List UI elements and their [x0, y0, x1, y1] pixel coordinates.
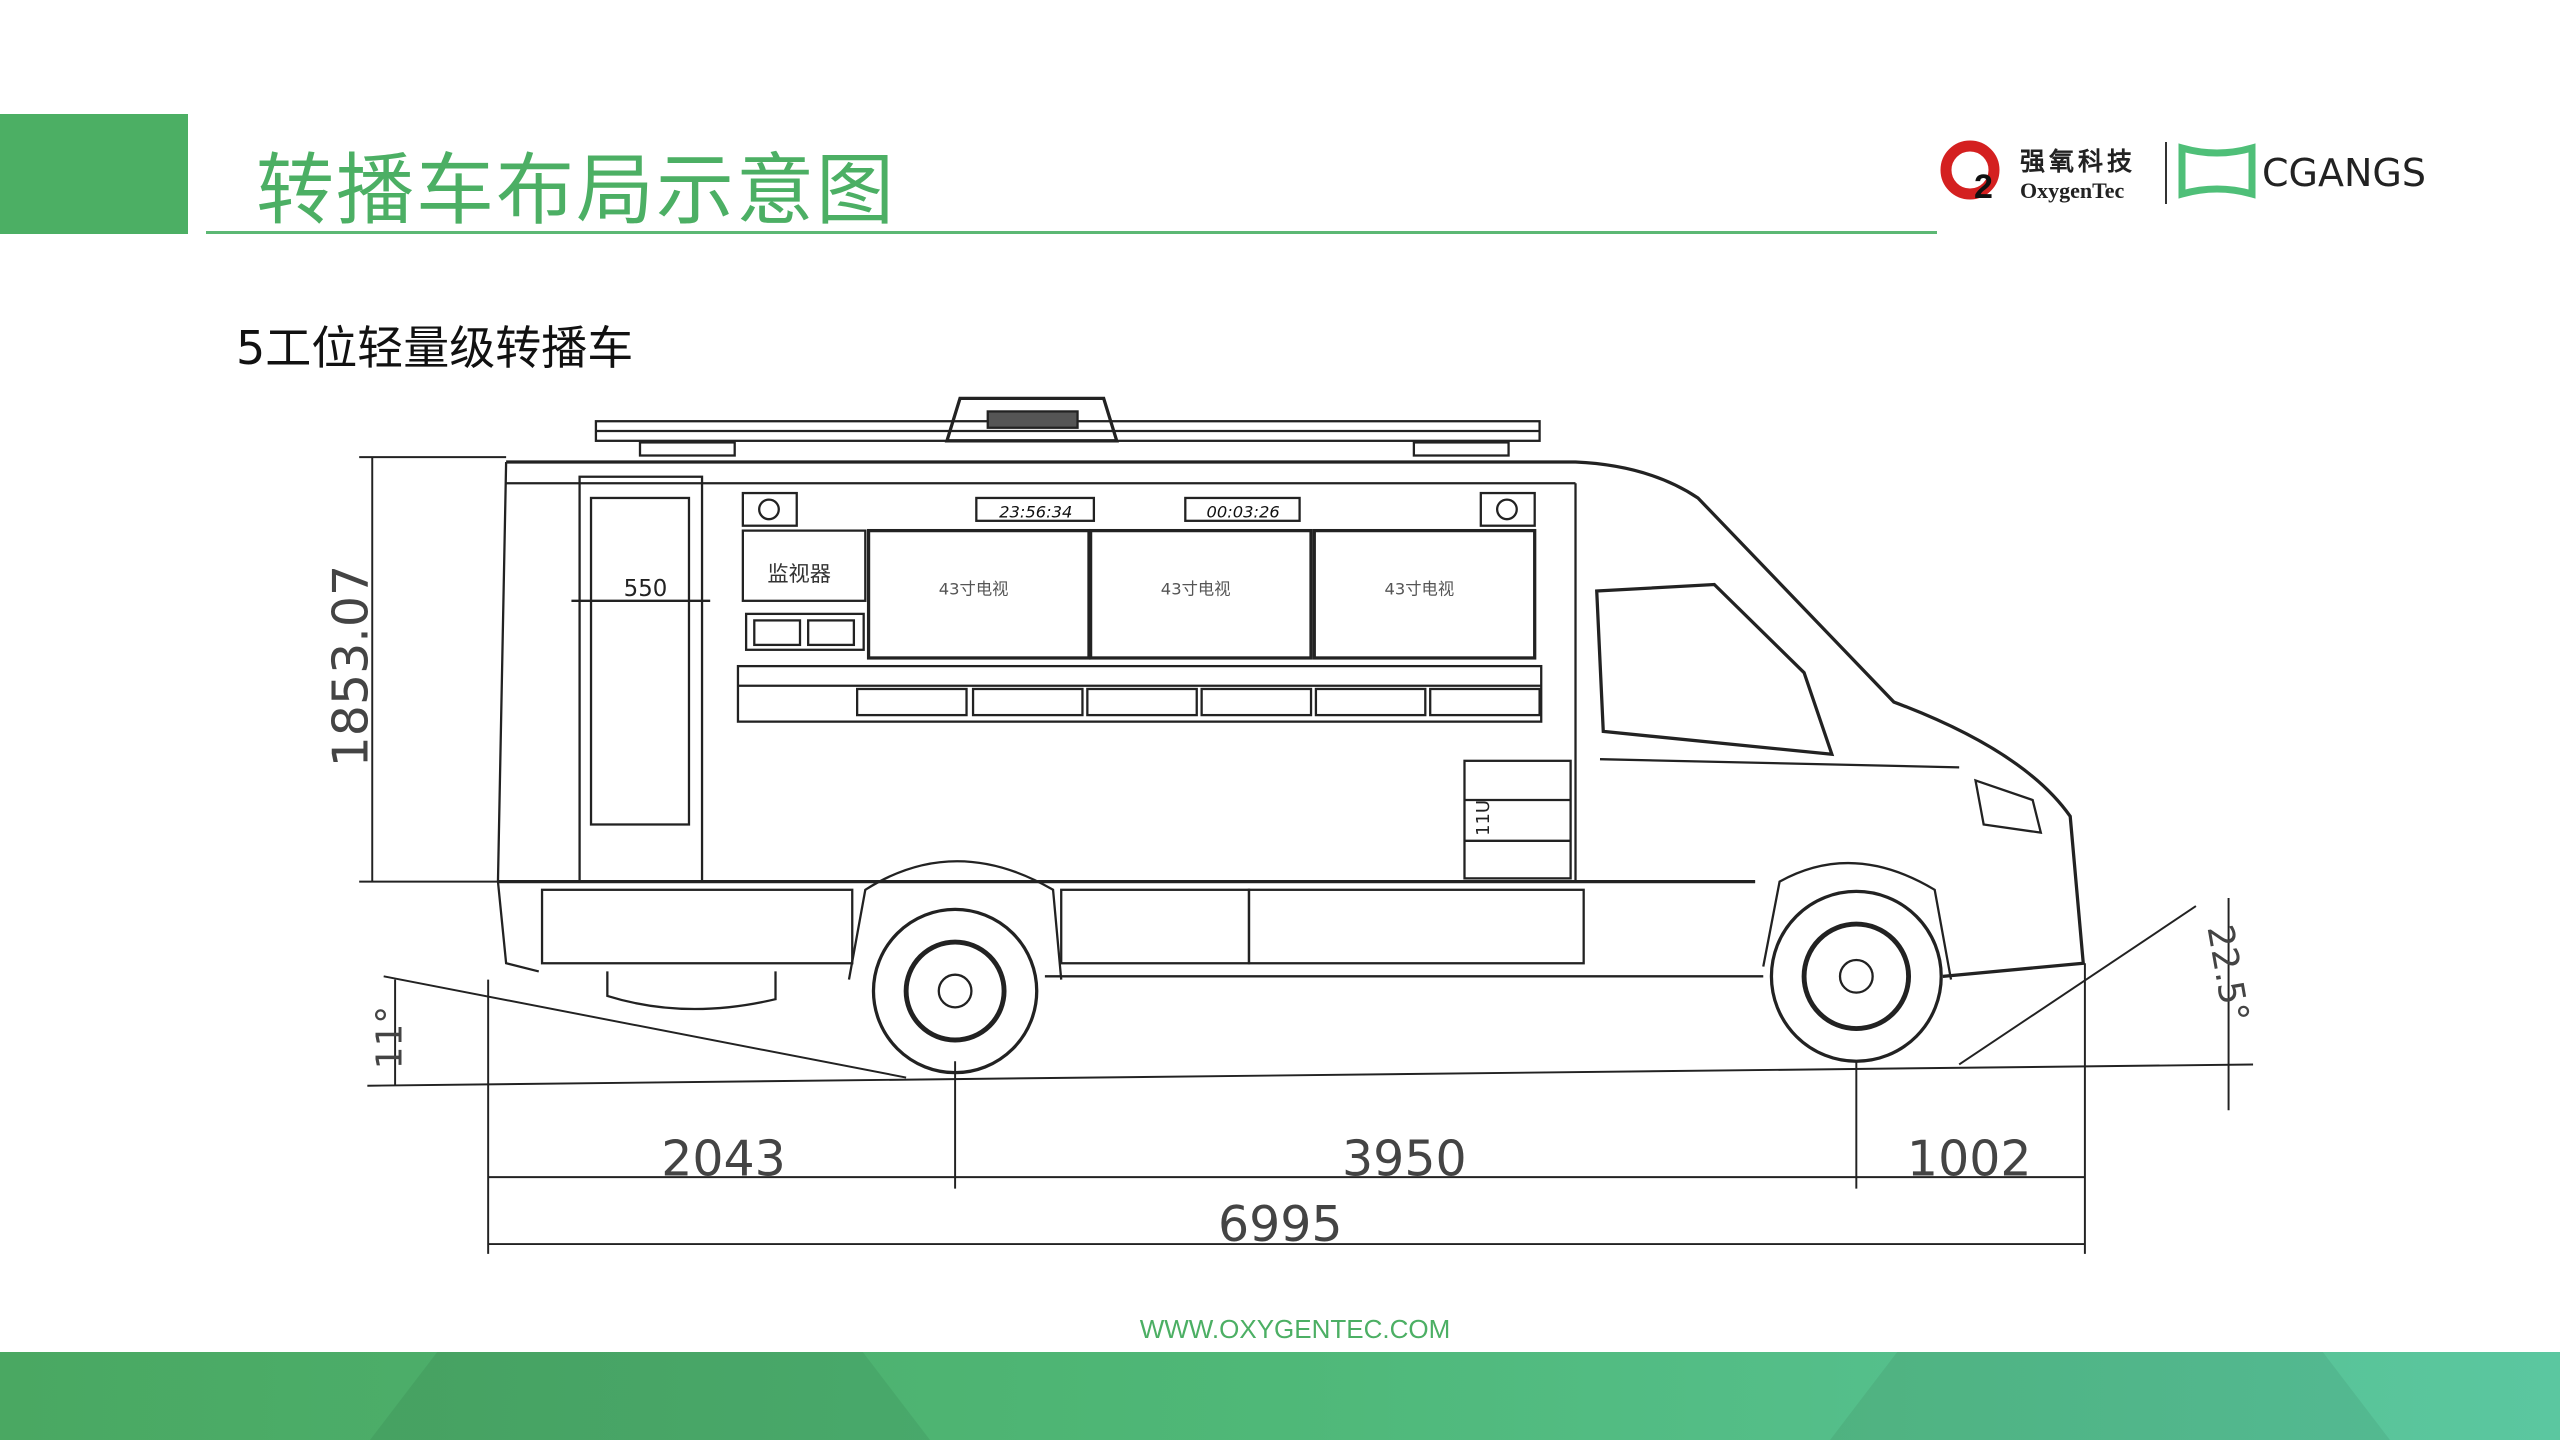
monitor-box	[741, 529, 867, 602]
clock-2: 00:03:26	[1207, 503, 1280, 522]
front-wheel	[1769, 889, 1943, 1063]
rear-angle: 11°	[370, 1006, 411, 1070]
page-title: 转播车布局示意图	[256, 146, 897, 236]
vehicle-subtitle: 5工位轻量级转播车	[236, 321, 634, 375]
rear-overhang-dimension: 2043	[661, 1131, 786, 1188]
website-link[interactable]: WWW.OXYGENTEC.COM	[1139, 1314, 1451, 1344]
height-dimension: 1853.07	[322, 565, 379, 767]
svg-text:强氧科技: 强氧科技	[2020, 147, 2136, 176]
rack-label: 11U	[1473, 800, 1494, 836]
header-accent-block	[0, 114, 188, 234]
console-desk	[736, 664, 1543, 723]
oxygentec-logo: 2 强氧科技 OxygenTec	[1940, 140, 2136, 206]
svg-text:OxygenTec: OxygenTec	[2020, 178, 2125, 203]
cgangs-logo: CGANGS	[2178, 143, 2426, 199]
monitor-label: 监视器	[767, 562, 831, 587]
title-divider	[206, 231, 1937, 234]
cab-window	[1595, 582, 1835, 757]
dimension-lines	[359, 456, 2254, 1254]
svg-text:CGANGS: CGANGS	[2262, 151, 2426, 195]
front-overhang-dimension: 1002	[1907, 1131, 2032, 1188]
tv-label: 43寸电视	[1161, 579, 1231, 598]
roof-rack	[594, 396, 1541, 457]
tv-3	[1312, 528, 1537, 660]
equipment-rack	[1463, 759, 1572, 880]
tv-label: 43寸电视	[1384, 579, 1454, 598]
speaker-right	[1479, 491, 1536, 527]
van-body	[496, 460, 2086, 1011]
tv-2	[1088, 528, 1313, 660]
front-angle: 22.5°	[2198, 922, 2255, 1026]
rear-door: 550	[571, 475, 711, 883]
tv-label: 43寸电视	[939, 579, 1009, 598]
wheelbase-dimension: 3950	[1342, 1131, 1467, 1188]
total-length-dimension: 6995	[1218, 1196, 1343, 1253]
rear-wheel	[871, 907, 1039, 1075]
footer-band	[0, 1352, 2560, 1440]
door-width-label: 550	[624, 576, 668, 602]
company-logos: 2 强氧科技 OxygenTec CGANGS	[1940, 136, 2430, 208]
svg-text:2: 2	[1974, 168, 1993, 206]
clock-1: 23:56:34	[999, 503, 1072, 522]
speaker-left	[741, 491, 798, 527]
